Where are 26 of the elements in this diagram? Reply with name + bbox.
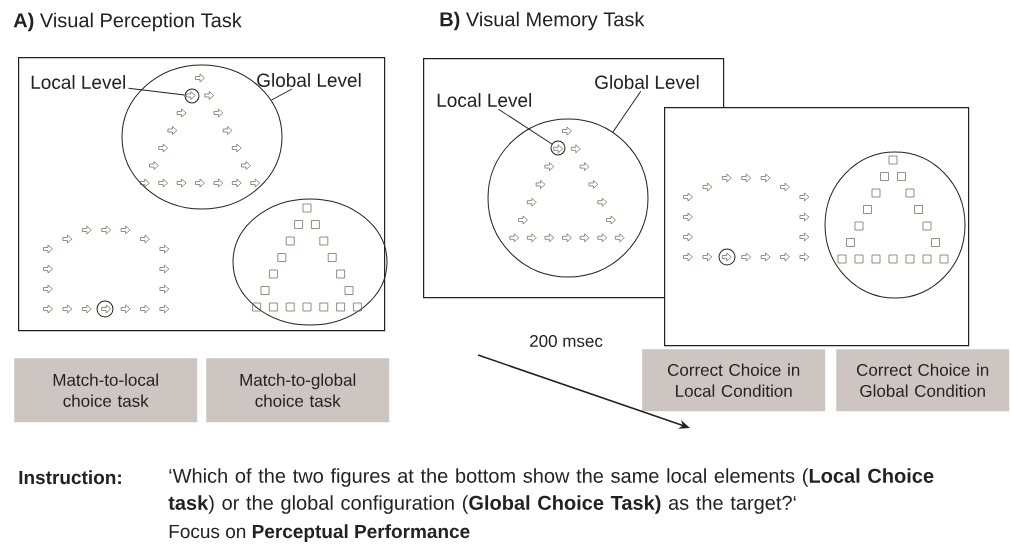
highlight-circle [718, 248, 736, 266]
panel-title: B) Visual Memory Task [440, 11, 645, 31]
highlight-circle [550, 140, 566, 156]
leader-line [497, 108, 553, 145]
focus-note: Focus on Perceptual Performance [169, 524, 470, 542]
instruction-heading: Instruction: [19, 470, 121, 485]
figure-circle [232, 198, 388, 326]
panel-title: A) Visual Perception Task [13, 12, 242, 32]
level-label: Local Level [437, 93, 531, 107]
leader-line [612, 90, 642, 133]
choice-box: Match-to-global choice task [206, 358, 390, 423]
leader-line [270, 88, 293, 101]
level-label: Global Level [257, 73, 361, 87]
figure-circle [824, 151, 966, 299]
highlight-circle [184, 88, 200, 104]
level-label: Local Level [31, 75, 125, 89]
figure-circle [487, 118, 649, 278]
choice-box: Match-to-local choice task [14, 358, 198, 423]
leader-line [128, 87, 186, 96]
choice-box: Correct Choice in Local Condition [642, 349, 826, 412]
duration-label: 200 msec [530, 335, 603, 348]
level-label: Global Level [595, 75, 699, 89]
choice-box: Correct Choice in Global Condition [836, 349, 1010, 412]
display-frame [664, 107, 970, 347]
highlight-circle [96, 300, 114, 318]
instruction-text: ‘Which of the two figures at the bottom show the same local elements (Local Choice task) or the global configuration (Global Choice Task) as the target?‘ [168, 468, 934, 514]
